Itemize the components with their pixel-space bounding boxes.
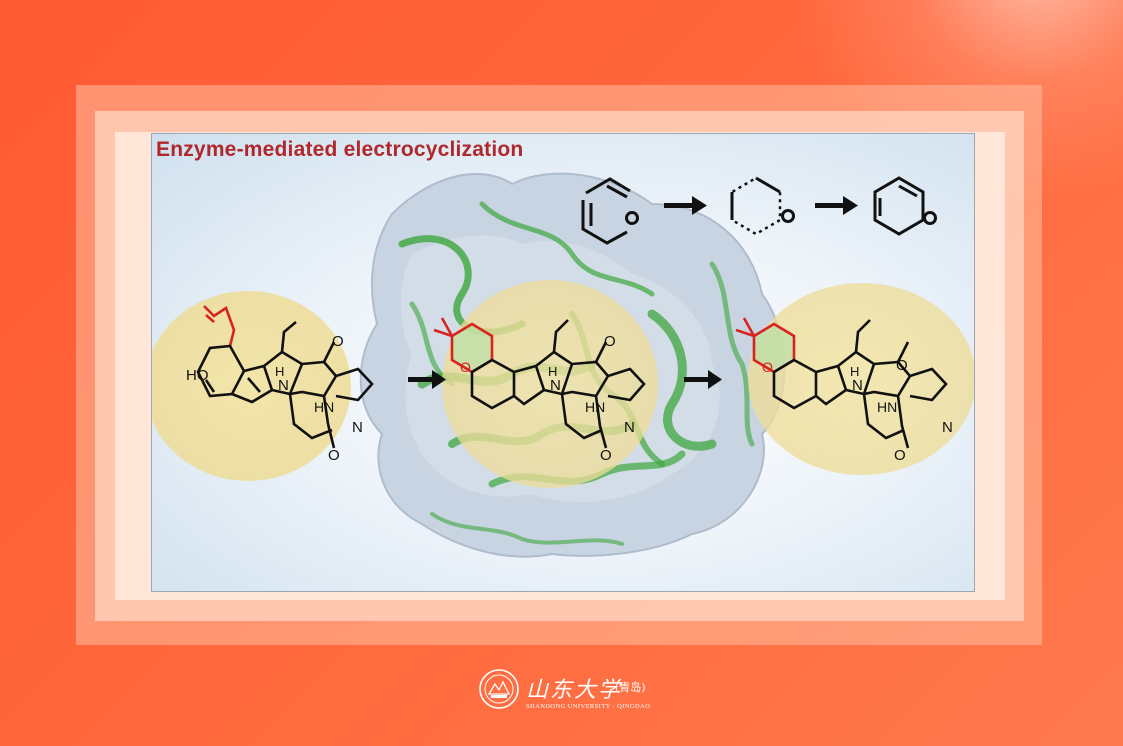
mol1-carbonyl-bottom: O [328,447,340,464]
scheme-arrows-top [664,196,858,215]
molecule-substrate [196,305,374,449]
molecule-product [735,317,948,449]
university-logo: 山东大学 (青岛) SHANDONG UNIVERSITY · QINGDAO [478,668,678,720]
mol1-ring-n: N [352,419,363,436]
mol2-amide-nh: HN [585,399,605,415]
mol3-nh-n: N [852,377,863,394]
mol1-nh-h: H [275,364,284,379]
mol1-carbonyl-top: O [332,333,344,350]
seal-icon [479,669,519,709]
university-name-en: SHANDONG UNIVERSITY · QINGDAO [526,703,651,710]
mol3-carbonyl-bottom: O [894,447,906,464]
mol2-carbonyl-top: O [604,333,616,350]
mol1-hydroxyl: HO [186,367,209,384]
mol2-nh-n: N [550,377,561,394]
mol3-amide-nh: HN [877,399,897,415]
mol1-nh-n: N [278,377,289,394]
university-campus-cn: (青岛) [615,681,646,694]
mol1-amide-nh: HN [314,399,334,415]
mol3-ring-n: N [942,419,953,436]
halo-right [748,283,974,475]
mol2-ring-n: N [624,419,635,436]
mol2-carbonyl-bottom: O [600,447,612,464]
electrocyclization-scheme [581,176,925,245]
mol2-pyran-o: O [460,359,471,375]
figure-panel: HO H N HN O O N O H N HN O O N [151,133,975,592]
molecule-intermediate [433,317,646,449]
mol3-carbonyl-top: O [896,357,908,374]
mol2-nh-h: H [548,364,557,379]
scheme-artwork: HO H N HN O O N O H N HN O O N [152,172,974,558]
reaction-arrows [408,370,722,389]
figure-title: Enzyme-mediated electrocyclization [156,138,524,161]
mol3-nh-h: H [850,364,859,379]
university-name-cn: 山东大学 [526,678,623,703]
mol3-pyran-o: O [762,359,773,375]
halo-left [152,291,351,481]
